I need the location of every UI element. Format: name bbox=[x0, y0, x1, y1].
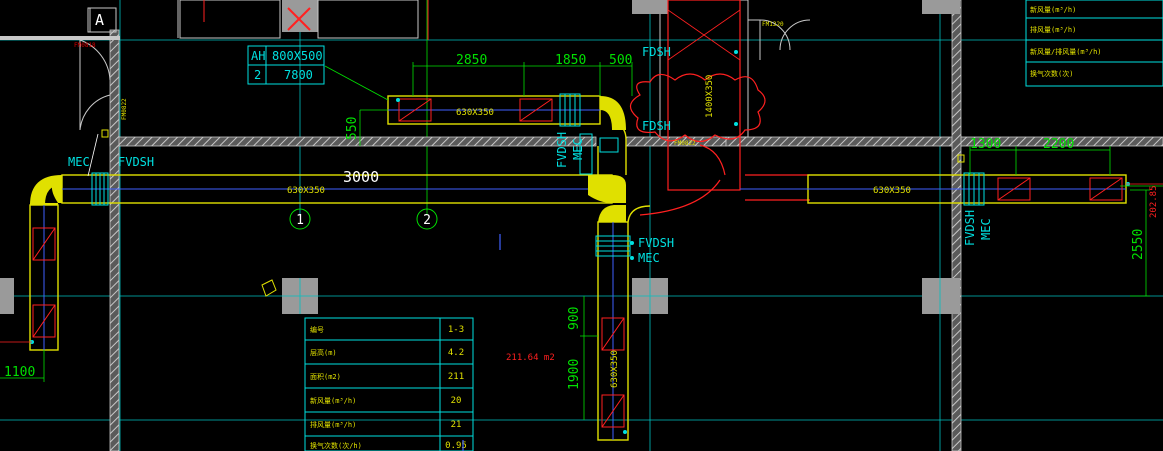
table-row-4-value: 20 bbox=[451, 396, 462, 406]
label-fvdsh-right: FVDSH bbox=[963, 210, 977, 246]
door-tag-fm0822-left: FM0822 bbox=[121, 98, 128, 120]
top-room-outlines bbox=[89, 0, 429, 40]
duct-label-lower: 630X350 bbox=[610, 350, 620, 388]
label-fvdsh-lower: FVDSH bbox=[638, 236, 674, 250]
doors bbox=[79, 19, 811, 131]
label-mec-center: MEC bbox=[571, 138, 585, 160]
area-value: 211.64 m2 bbox=[506, 353, 555, 363]
markers bbox=[101, 129, 965, 297]
top-right-row-1: 新风量(m³/h) bbox=[1030, 5, 1076, 14]
door-tag-fm0822-center: FM0822 bbox=[674, 140, 696, 147]
red-dimension-lines bbox=[0, 183, 1163, 343]
dim-top-500: 500 bbox=[609, 53, 632, 68]
spec-box-r2c2: 7800 bbox=[284, 68, 313, 82]
duct-label-right: 630X350 bbox=[873, 186, 911, 196]
grid-bubble-a bbox=[87, 7, 117, 33]
top-right-row-4: 换气次数(次) bbox=[1030, 69, 1073, 78]
spec-box-r1c2: 800X500 bbox=[272, 49, 323, 63]
label-mec-lower: MEC bbox=[638, 251, 660, 265]
duct-label-main: 630X350 bbox=[287, 186, 325, 196]
table-row-6-label: 换气次数(次/h) bbox=[310, 441, 362, 450]
dim-lower-1900: 1900 bbox=[567, 359, 582, 390]
dim-top-1850: 1850 bbox=[555, 53, 586, 68]
duct-label-top: 630X350 bbox=[456, 108, 494, 118]
table-row-5-value: 21 bbox=[451, 420, 462, 430]
label-fvdsh-left: FVDSH bbox=[118, 155, 154, 169]
dim-bottom-1100: 1100 bbox=[4, 365, 35, 380]
room-data-table: 编号 1-3 层高(m) 4.2 面积(m2) 211 新风量(m³/h) 20… bbox=[304, 317, 474, 451]
dim-right-2200: 2200 bbox=[1043, 137, 1074, 152]
dim-vertical-550: 550 bbox=[345, 117, 360, 140]
label-mec-left: MEC bbox=[68, 155, 90, 169]
grid-label-2: 2 bbox=[423, 213, 431, 228]
table-row-3-value: 211 bbox=[448, 372, 464, 382]
dim-lower-900: 900 bbox=[567, 307, 582, 330]
top-red-lines bbox=[203, 0, 429, 40]
grid-bubble-2 bbox=[416, 208, 438, 230]
table-row-3-label: 面积(m2) bbox=[310, 372, 341, 381]
table-row-2-value: 4.2 bbox=[448, 348, 464, 358]
column-crosses bbox=[282, 278, 941, 314]
top-right-row-2: 排风量(m³/h) bbox=[1030, 25, 1076, 34]
grid-letter-a: A bbox=[95, 11, 104, 29]
air-diffusers bbox=[32, 98, 1123, 428]
label-fvdsh-center: FVDSH bbox=[555, 132, 569, 168]
label-mec-right: MEC bbox=[979, 218, 993, 240]
column-marker-x-icon bbox=[287, 7, 311, 31]
table-row-4-label: 新风量(m³/h) bbox=[310, 396, 356, 405]
table-row-1-label: 编号 bbox=[310, 325, 324, 334]
duct-label-vertical-center: 1400X350 bbox=[705, 75, 715, 118]
label-fdsh-2: FDSH bbox=[642, 119, 671, 133]
dimension-lines bbox=[0, 62, 1163, 420]
grid-bubble-1 bbox=[289, 208, 311, 230]
table-row-6-value: 0.95 bbox=[445, 441, 467, 451]
red-diagonals bbox=[667, 9, 741, 61]
door-tag-fm0818: FM0818 bbox=[74, 42, 96, 49]
label-fdsh-1: FDSH bbox=[642, 45, 671, 59]
dim-main-3000: 3000 bbox=[343, 168, 379, 186]
dim-right-1300: 1300 bbox=[970, 137, 1001, 152]
table-row-1-value: 1-3 bbox=[448, 325, 464, 335]
duct-elbow-outlines bbox=[597, 123, 651, 223]
duct-elbows bbox=[30, 96, 626, 222]
dim-right-edge: 202.85 bbox=[1149, 185, 1159, 218]
red-duct-outline bbox=[629, 0, 810, 216]
spec-box-r1c1: AH bbox=[251, 49, 265, 63]
top-right-table: 新风量(m³/h) 排风量(m³/h) 新风量/排风量(m³/h) 换气次数(次… bbox=[1025, 0, 1163, 87]
spec-box: AH 800X500 2 7800 bbox=[247, 45, 325, 85]
top-right-row-3: 新风量/排风量(m³/h) bbox=[1030, 47, 1102, 56]
dim-top-2850: 2850 bbox=[456, 53, 487, 68]
dim-right-2550: 2550 bbox=[1131, 229, 1146, 260]
grid-label-1: 1 bbox=[296, 213, 304, 228]
spec-box-r2c1: 2 bbox=[254, 68, 261, 82]
dampers bbox=[91, 93, 985, 257]
table-row-5-label: 排风量(m³/h) bbox=[310, 420, 356, 429]
table-row-2-label: 层高(m) bbox=[310, 348, 337, 357]
leader-to-marker bbox=[87, 133, 99, 177]
door-tag-fm1220: FM1220 bbox=[762, 21, 784, 28]
